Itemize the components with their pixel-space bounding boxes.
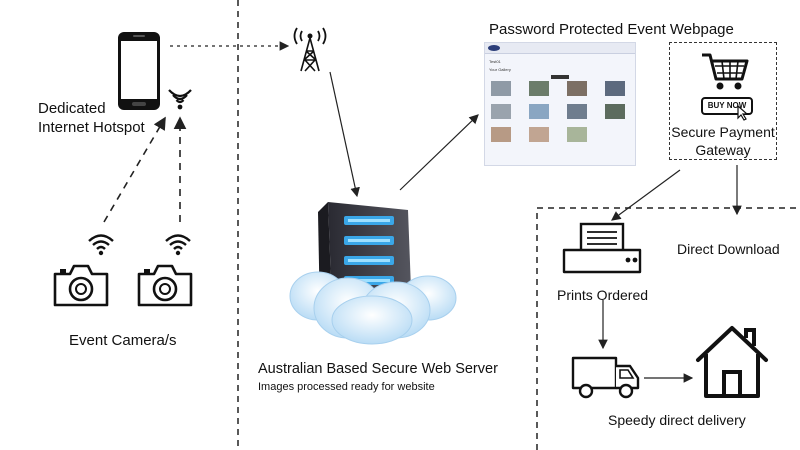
hotspot-signal-icon	[168, 89, 192, 110]
shopping-cart-icon	[702, 53, 749, 90]
webpage-gallery-grid	[491, 81, 625, 142]
webpage-screenshot: Test01 Your Gallery	[484, 42, 636, 166]
arrow-payment-to-prints	[611, 169, 681, 221]
server-cloud-icon	[289, 202, 457, 345]
gallery-thumb[interactable]	[529, 127, 549, 142]
hotspot-label-line1: Dedicated	[38, 100, 106, 117]
gallery-thumb[interactable]	[491, 127, 511, 142]
printer-icon	[562, 222, 642, 274]
payment-label: Secure Payment Gateway	[670, 123, 776, 159]
hotspot-label: Dedicated Internet Hotspot	[38, 99, 178, 137]
webpage-title: Password Protected Event Webpage	[489, 21, 734, 38]
prints-ordered-label: Prints Ordered	[557, 287, 649, 303]
server-subtitle: Images processed ready for website	[258, 381, 435, 393]
wifi-icon	[165, 234, 191, 256]
delivery-van-icon	[571, 356, 640, 399]
delivery-label: Speedy direct delivery	[608, 412, 746, 428]
gallery-thumb[interactable]	[529, 104, 549, 119]
gallery-thumb[interactable]	[491, 104, 511, 119]
server-label: Australian Based Secure Web Server Image…	[258, 360, 518, 393]
buy-now-label: BUY NOW	[707, 101, 747, 110]
gallery-thumb[interactable]	[567, 127, 587, 142]
server-title: Australian Based Secure Web Server	[258, 361, 498, 377]
camera-icon	[53, 264, 109, 307]
camera-icon	[137, 264, 193, 307]
buy-now-button[interactable]: BUY NOW	[701, 97, 753, 115]
direct-download-label: Direct Download	[677, 241, 780, 257]
payment-label-line1: Secure Payment	[671, 124, 775, 140]
webpage-navbar	[485, 43, 635, 54]
gallery-thumb[interactable]	[529, 81, 549, 96]
webpage-heading: Test01	[489, 59, 501, 64]
webpage-subheading: Your Gallery	[489, 67, 511, 72]
gallery-thumb[interactable]	[567, 104, 587, 119]
gallery-thumb[interactable]	[605, 81, 625, 96]
hotspot-label-line2: Internet Hotspot	[38, 119, 145, 136]
arrow-server-to-webpage	[399, 114, 479, 191]
cell-tower-icon	[293, 27, 327, 72]
payment-gateway-box: BUY NOW Secure Payment Gateway	[669, 42, 777, 160]
gallery-thumb[interactable]	[567, 81, 587, 96]
gallery-thumb[interactable]	[605, 104, 625, 119]
house-icon	[696, 326, 768, 398]
cursor-icon	[737, 105, 749, 121]
cameras-label: Event Camera/s	[69, 332, 177, 349]
wifi-icon	[88, 234, 114, 256]
arrow-tower-to-server	[329, 71, 360, 198]
section-divider-output	[536, 207, 800, 450]
payment-label-line2: Gateway	[695, 142, 751, 158]
smartphone-icon	[118, 32, 160, 110]
gallery-thumb[interactable]	[491, 81, 511, 96]
webpage-logo	[488, 45, 500, 51]
